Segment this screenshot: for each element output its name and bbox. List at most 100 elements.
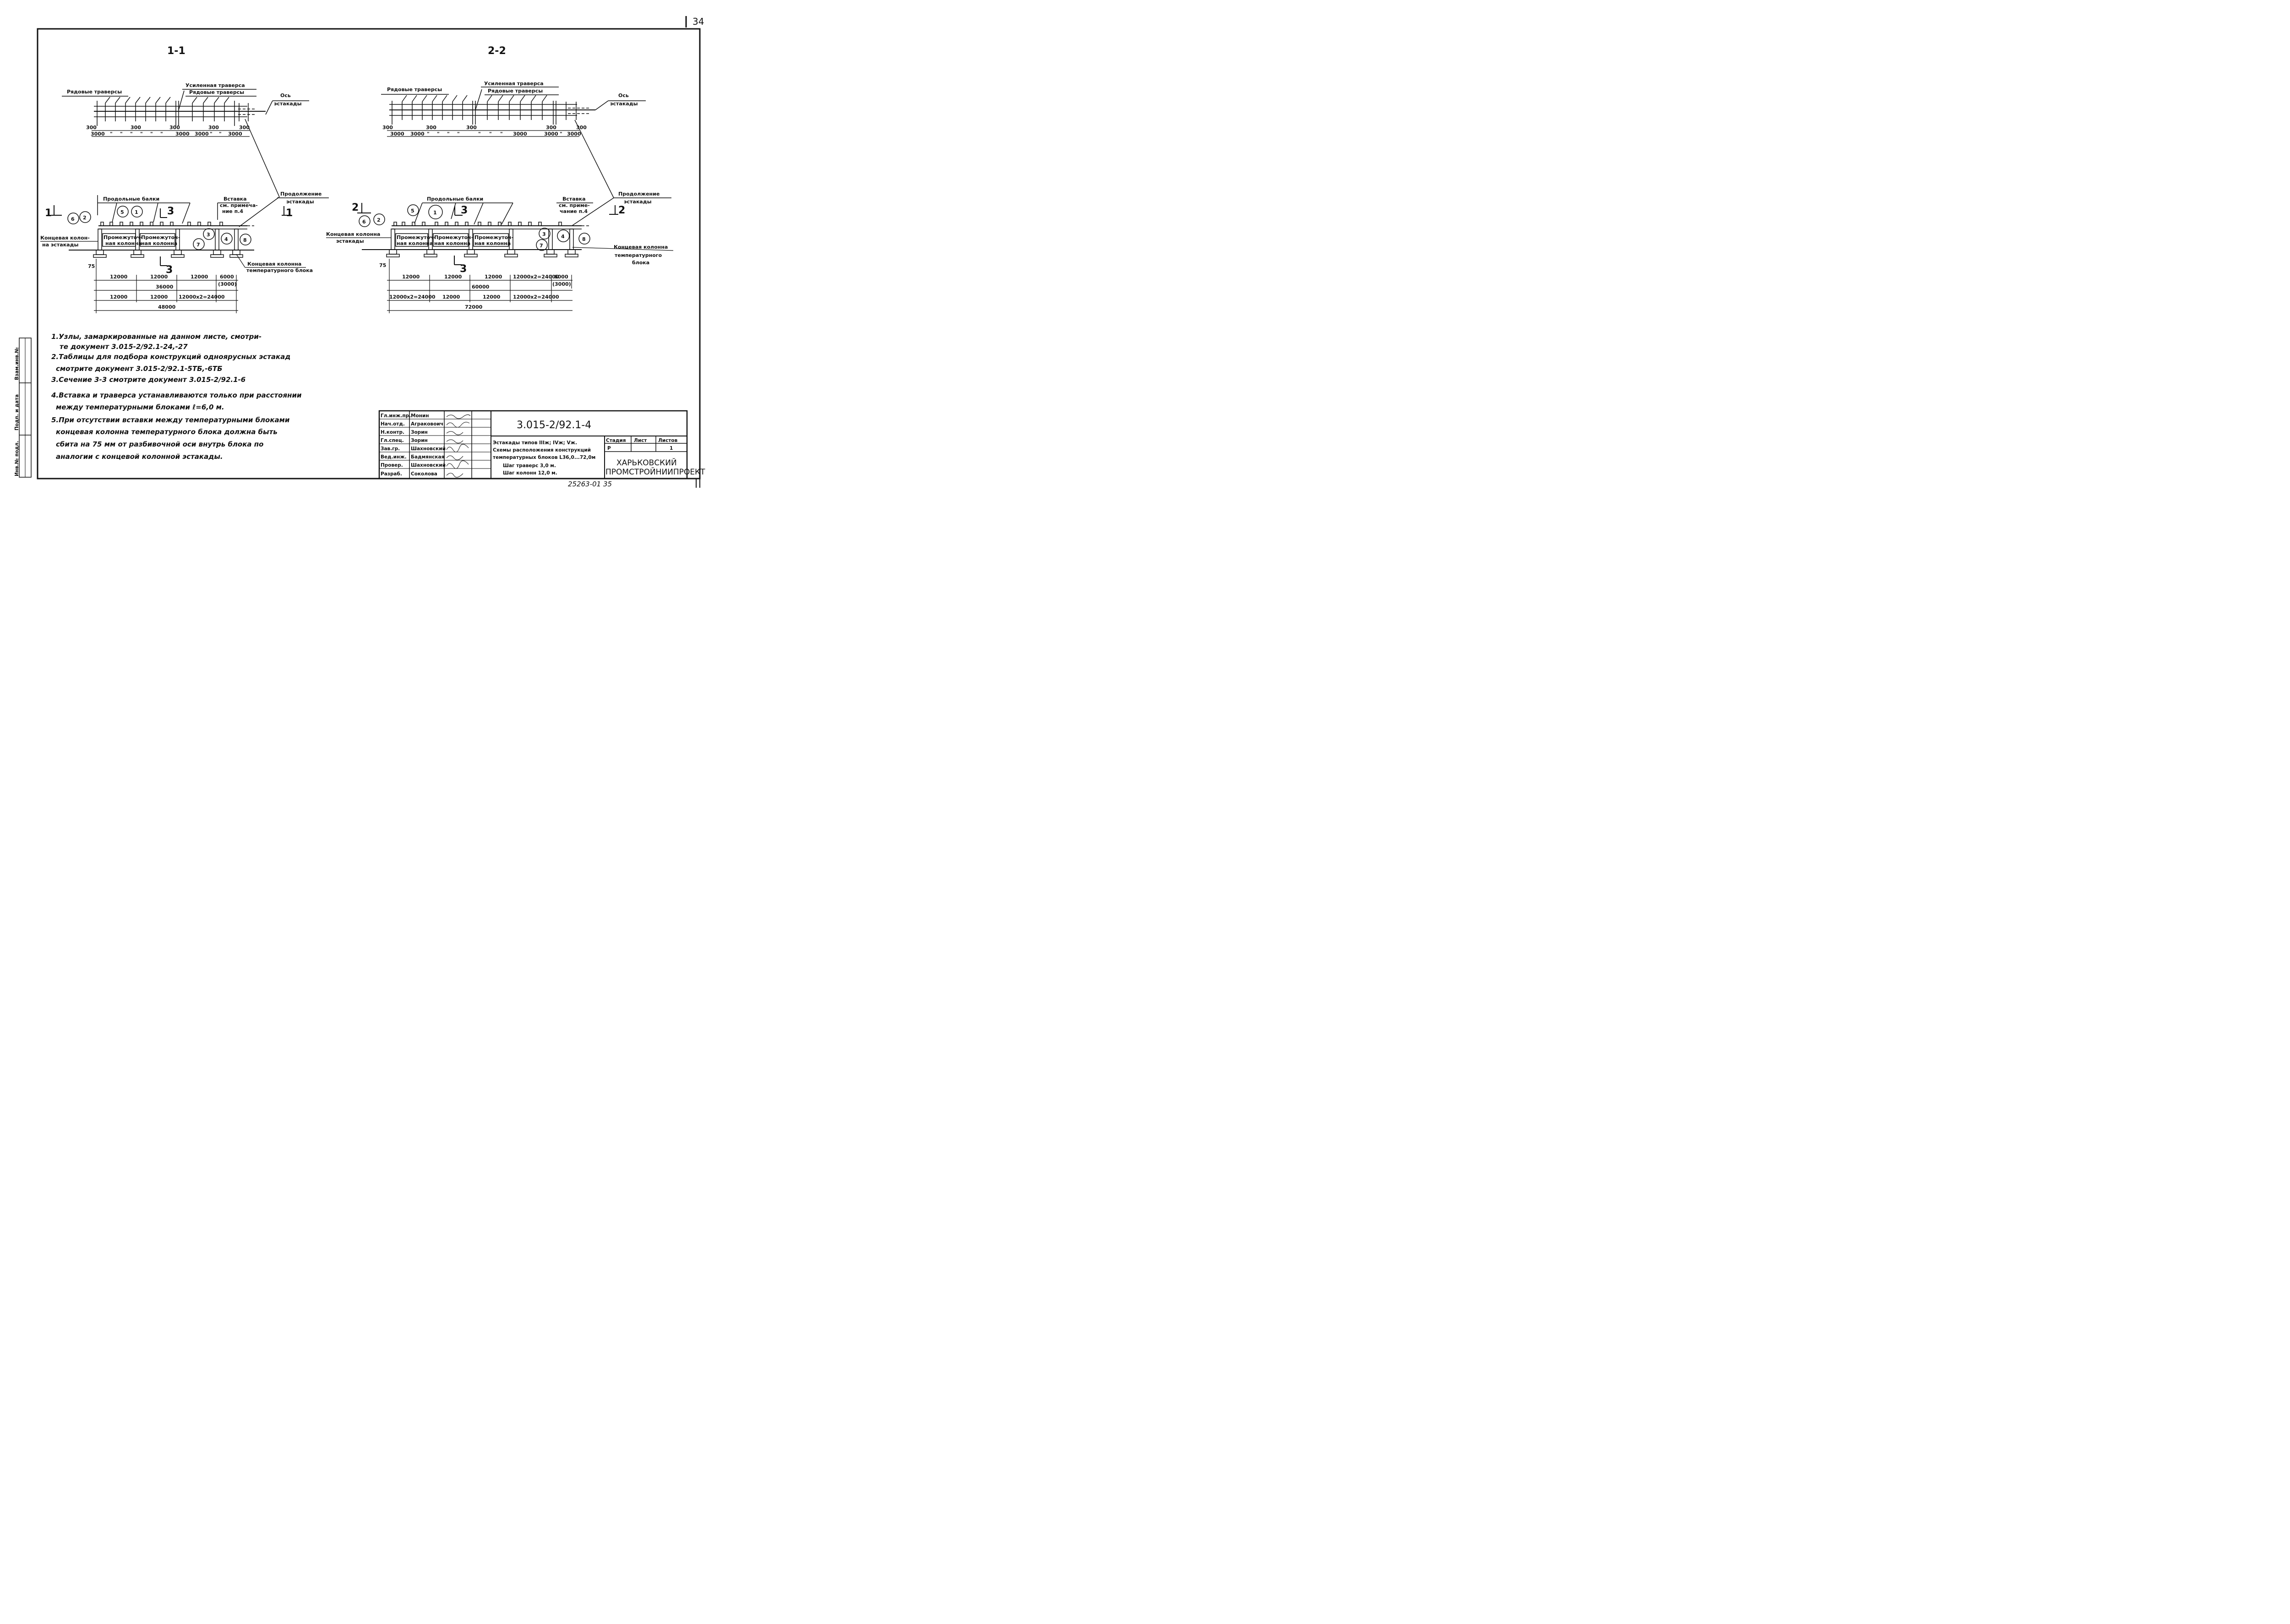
name: Зорин	[411, 430, 428, 435]
plan-dim: 3000	[410, 131, 425, 137]
plan-dim: 300	[576, 125, 587, 131]
role: Зав.гр.	[381, 446, 400, 452]
drawing-sheet: 3 4 Взам.инв.№ Подп. и дата Инв.№ подл. 1…	[14, 16, 705, 488]
long-beams-label: Продольные балки	[427, 196, 483, 202]
mid-column-label-2: ная колонна	[141, 240, 177, 246]
mark-2: 2	[83, 215, 87, 221]
section-2-2-title: 2-2	[488, 45, 506, 57]
stage-header: Стадия	[606, 438, 626, 443]
end-column-label-2: на эстакады	[42, 242, 78, 248]
plan-dim: 3000	[513, 131, 527, 137]
plan-dim: "	[160, 131, 163, 137]
title-block	[378, 410, 688, 480]
plan-dim: "	[560, 131, 562, 137]
org-name-1: ХАРЬКОВСКИЙ	[616, 458, 677, 468]
temp-column-label-2: температурного блока	[246, 267, 313, 273]
stamp-inv: Инв.№ подл.	[14, 441, 20, 476]
mark-7: 7	[196, 242, 200, 248]
mark-5: 5	[411, 208, 414, 214]
temp-column-label: Концевая колонна	[247, 261, 301, 267]
note-line: концевая колонна температурного блока до…	[56, 428, 278, 436]
temp-column-label: Концевая колонна	[614, 244, 668, 250]
plan-dim: 300	[426, 125, 436, 131]
plan-dim: "	[150, 131, 153, 137]
role: Н.контр.	[381, 430, 404, 435]
mid-column-label: Промежуточ-	[434, 234, 473, 240]
sheet-header: Лист	[634, 438, 647, 443]
note-line: 1.Узлы, замаркированные на данном листе,…	[51, 332, 262, 341]
name: Соколова	[411, 471, 437, 477]
plan-dim: 3000	[390, 131, 404, 137]
mark-7: 7	[540, 243, 543, 249]
axis-label-2: эстакады	[274, 101, 302, 107]
section-1-1-title: 1-1	[167, 45, 185, 57]
dim-row3: 12000	[150, 294, 168, 300]
note-line: аналогии с концевой колонной эстакады.	[56, 452, 223, 461]
mark-3: 3	[207, 232, 210, 238]
role: Вед.инж.	[381, 454, 407, 460]
temp-column-label-2: температурного	[615, 252, 662, 258]
mid-column-label: Промежуточ-	[474, 234, 513, 240]
row-traverses-label-2: Рядовые траверсы	[488, 88, 543, 94]
mid-column-label-2: ная колонна	[105, 240, 142, 246]
reinforced-traverse-label: Усиленная траверса	[185, 82, 245, 88]
plan-dim: 300	[382, 125, 393, 131]
mark-1: 1	[433, 210, 437, 216]
continuation-label: Продолжение	[618, 191, 660, 197]
insert-note-1: см. приме-	[559, 202, 590, 208]
dim-row1: 6000	[554, 274, 568, 280]
plan-dim: "	[437, 131, 440, 137]
mark-6: 6	[71, 216, 75, 222]
side-stamp: Взам.инв.№ Подп. и дата Инв.№ подл.	[14, 338, 32, 478]
role: Нач.отд.	[381, 421, 405, 427]
plan-dim: "	[210, 131, 213, 137]
dim-row3: 12000	[483, 294, 501, 300]
plan-dim: 300	[466, 125, 477, 131]
axis-label: Ось	[618, 93, 629, 98]
title-block-roles: Гл.инж.пр. Нач.отд. Н.контр. Гл.спец. За…	[381, 413, 705, 477]
dim-row1: 12000	[402, 274, 420, 280]
name: Аграковоич	[411, 421, 443, 427]
plan-dim: 300	[208, 125, 219, 131]
footer-number: 25263-01 35	[568, 480, 612, 488]
dim-row3: 12000	[110, 294, 128, 300]
plan-dim: "	[500, 131, 503, 137]
plan-dim: "	[120, 131, 123, 137]
dim-row1: 6000	[220, 274, 234, 280]
stage-value: Р	[607, 446, 611, 451]
note-line: сбита на 75 мм от разбивочной оси внутрь…	[56, 440, 263, 448]
plan-dim: "	[489, 131, 492, 137]
stamp-signature: Подп. и дата	[14, 394, 20, 431]
mid-column-label-2: ная колонна	[397, 240, 433, 246]
plan-dim: 3000	[567, 131, 581, 137]
name: Шахновский	[411, 446, 446, 452]
plan-dim: "	[130, 131, 133, 137]
dim-row2: 60000	[472, 284, 490, 290]
note-line: 2.Таблицы для подбора конструкций однояр…	[51, 353, 290, 361]
dim-row2: 36000	[156, 284, 174, 290]
mark-3: 3	[542, 231, 546, 237]
mid-column-label: Промежуточ-	[397, 234, 436, 240]
dim-row1: 12000	[485, 274, 502, 280]
plan-dim: "	[110, 131, 113, 137]
axis-label-2: эстакады	[610, 101, 638, 107]
mid-column-label-2: ная колонна	[474, 240, 511, 246]
axis-label: Ось	[280, 93, 291, 98]
mark-4: 4	[561, 234, 565, 240]
note-line: 5.При отсутствии вставки между температу…	[51, 416, 290, 424]
dim-row3: 12000х2=24000	[513, 294, 559, 300]
section-2-2: 2-2 Рядовые траверсы Усиленная траверса …	[326, 45, 674, 313]
insert-note-1: см. примеча-	[220, 202, 258, 208]
insert-label: Вставка	[562, 196, 586, 202]
continuation-label: Продолжение	[280, 191, 322, 197]
description-line: Шаг траверс 3,0 м.	[503, 463, 556, 469]
plan-dim: 300	[239, 125, 250, 131]
plan-dim: 3000	[195, 131, 209, 137]
sheet-frame	[37, 28, 701, 480]
org-name-2: ПРОМСТРОЙНИИПРОЕКТ	[605, 467, 705, 477]
cut3-top: 3	[167, 206, 174, 217]
notes-block: 1.Узлы, замаркированные на данном листе,…	[51, 332, 302, 461]
sheets-value: 1	[670, 446, 673, 451]
plan-dim: 300	[546, 125, 556, 131]
plan-dim: 300	[86, 125, 97, 131]
